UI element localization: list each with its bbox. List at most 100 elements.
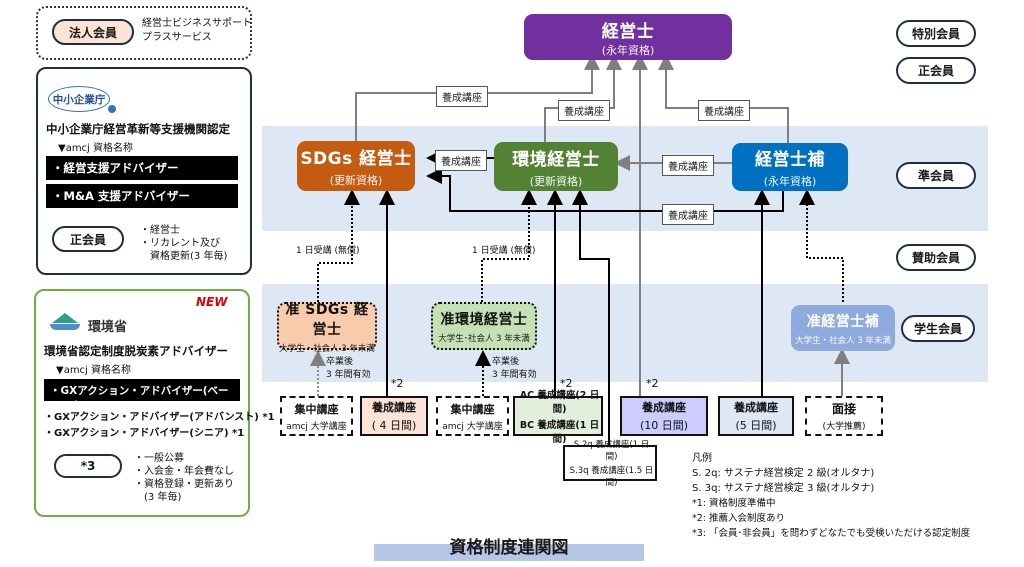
course-sub: (5 日間) [735,419,777,432]
course-sub: ( 4 日間) [371,419,417,432]
course-title: 養成講座 [642,401,686,414]
label-training-env-sdgs: 養成講座 [435,150,487,171]
qual-jun-sdgs[interactable]: 准 SDGs 経営士 大学生・社会人 3 年未満 [277,301,377,354]
qual-jun-ho[interactable]: 准経営士補 大学生・社会人 3 年未満 [791,305,895,351]
env-bullet: (3 年毎) [134,492,182,503]
corporate-desc-line2: プラスサービス [142,32,212,43]
line-junsdgs-to-sdgs [317,189,360,302]
badge-student-member[interactable]: 学生会員 [901,315,975,342]
badge-supporting-member[interactable]: 賛助会員 [896,244,976,271]
qual-sdgs-sub: (更新資格) [329,174,383,187]
after-grad-line2: 3 年間有効 [492,370,537,380]
course-bc-line: BC 養成講座(1 日間) [519,420,600,445]
qual-env-title: 環境経営士 [512,149,600,170]
legend-line: S. 3q: サステナ経営検定 3 級(オルタナ) [692,483,875,494]
badge-associate-member[interactable]: 準会員 [896,162,976,189]
legend-line: *3: 「会員･非会員」を問わずどなたでも受検いただける認定制度 [692,528,971,539]
star3-badge[interactable]: *3 [54,454,122,478]
qual-ho-title: 経営士補 [755,150,825,170]
course-sub: amcj 大学講座 [286,421,347,432]
course-training-4days[interactable]: 養成講座 ( 4 日間) [360,396,428,436]
qual-sdgs-title: SDGs 経営士 [300,149,412,169]
regular-member-label: 正会員 [917,64,954,78]
env-sub: ▼amcj 資格名称 [56,365,132,376]
sme-agency-logo: 中小企業庁 [48,86,110,112]
course-sub: amcj 大学講座 [442,421,503,432]
corporate-member-label: 法人会員 [68,25,117,40]
star2-acbc: *2 [560,377,573,390]
course-interview[interactable]: 面接 (大学推薦) [805,396,883,436]
star2-course4: *2 [391,377,404,390]
sme-bullet: ・リカレント及び [140,238,220,249]
course-s-box[interactable]: S.2q 養成講座(1 日間) S.3q 養成講座(1.5 日間) [563,440,657,488]
course-s3q-line: S.3q 養成講座(1.5 日間) [569,466,654,488]
legend-line: S. 2q: サステナ経営検定 2 級(オルタナ) [692,468,875,479]
course-ac-line: AC 養成講座(2 日間) [519,390,600,415]
qual-jun-env[interactable]: 准環境経営士 大学生･社会人 3 年未満 [431,302,537,350]
qual-env-keieishi[interactable]: 環境経営士 (更新資格) [494,142,618,191]
associate-member-label: 準会員 [917,169,954,183]
new-tag: NEW [196,295,228,309]
label-training-ho-sdgs: 養成講座 [662,204,714,225]
sme-logo-text: 中小企業庁 [52,93,106,106]
env-bullets: ・一般公募 ・入会金・年会費なし ・資格登録・更新あり (3 年毎) [134,452,234,504]
line-ho-to-sdgs [426,168,784,212]
regular-member-badge-sme[interactable]: 正会員 [52,226,124,252]
env-highlight-item: ・GXアクション・アドバイザー(ベーシック) [44,379,240,412]
qual-keieishi[interactable]: 経営士 (永年資格) [524,14,732,60]
qual-sdgs-keieishi[interactable]: SDGs 経営士 (更新資格) [297,141,415,191]
legend-heading: 凡例 [692,453,712,464]
line-junenv-to-env [481,189,537,302]
course-acbc[interactable]: AC 養成講座(2 日間) BC 養成講座(1 日間) [513,390,603,445]
sme-item-2: ・M&A 支援アドバイザー [46,184,238,208]
after-grad-line2: 3 年間有効 [326,370,371,380]
student-member-label: 学生会員 [913,322,962,336]
course-training-10days[interactable]: 養成講座 (10 日間) [620,396,708,436]
course-title: 集中講座 [294,402,339,416]
corporate-desc: 経営士ビジネスサポート プラスサービス [142,17,252,45]
qual-jun-sdgs-sub: 大学生・社会人 3 年未満 [279,343,375,354]
line-junho-to-ho [799,189,844,302]
label-after-grad-env: 卒業後 3 年間有効 [492,356,537,382]
env-bullet: ・一般公募 [134,453,184,464]
label-training-ho-keieishi: 養成講座 [698,100,750,121]
env-ministry-logo-wave-icon [50,324,80,330]
sme-bullet: ・経営士 [140,225,180,236]
course-title: 養成講座 [734,401,778,414]
course-title: 集中講座 [450,402,495,416]
course-title: 養成講座 [372,401,416,414]
line-sbox-to-env [572,189,610,445]
star2-course10: *2 [646,377,659,390]
logo-dot-icon [108,105,116,113]
page-title: 資格制度連関図 [449,538,569,558]
badge-special-member[interactable]: 特別会員 [896,20,976,47]
course-intensive-b[interactable]: 集中講座 amcj 大学講座 [436,396,509,436]
corporate-member-badge[interactable]: 法人会員 [52,19,134,45]
sme-bullets: ・経営士 ・リカレント及び 資格更新(3 年毎) [140,224,227,263]
qual-keieishi-title: 経営士 [601,21,655,42]
legend-line: *1: 資格制度準備中 [692,498,776,509]
qual-jun-sdgs-title: 准 SDGs 経営士 [285,301,369,338]
label-one-day-env: 1 日受講 (無償) [472,246,536,256]
course-training-5days[interactable]: 養成講座 (5 日間) [718,396,794,436]
env-logo-text: 環境省 [88,320,128,335]
label-after-grad-sdgs: 卒業後 3 年間有効 [326,356,371,382]
course-intensive-a[interactable]: 集中講座 amcj 大学講座 [280,396,353,436]
label-training-ho-env: 養成講座 [662,155,714,176]
legend: 凡例 S. 2q: サステナ経営検定 2 級(オルタナ) S. 3q: サステナ… [692,451,970,541]
badge-regular-member[interactable]: 正会員 [896,57,976,84]
qual-keieishi-ho[interactable]: 経営士補 (永年資格) [732,143,848,191]
legend-line: *2: 推薦入会制度あり [692,513,786,524]
env-item-2: ・GXアクション・アドバイザー(シニア) *1 [44,428,245,439]
regular-member-badge-label: 正会員 [69,232,106,247]
sme-heading: 中小企業庁経営革新等支援機関認定 [46,122,230,136]
qual-jun-ho-title: 准経営士補 [806,313,880,330]
label-one-day-sdgs: 1 日受講 (無償) [296,246,360,256]
env-bullet: ・資格登録・更新あり [134,479,234,490]
special-member-label: 特別会員 [911,27,960,41]
star3-label: *3 [80,459,96,473]
sme-item-1: ・経営支援アドバイザー [46,156,238,180]
label-training-sdgs-keieishi: 養成講座 [436,86,488,107]
qual-jun-ho-sub: 大学生・社会人 3 年未満 [795,335,891,346]
label-training-env-keieishi: 養成講座 [558,100,610,121]
